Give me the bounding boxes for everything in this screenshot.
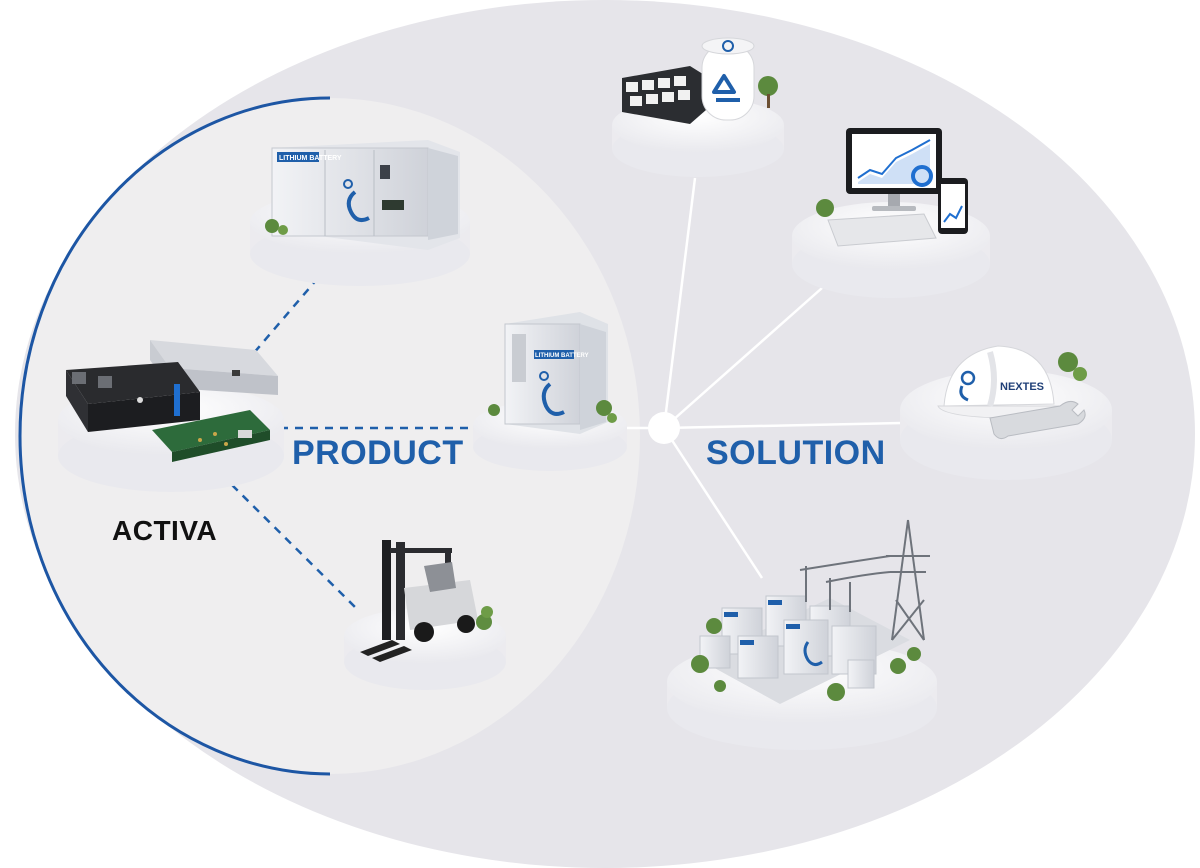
cabinet-battery-icon: LITHIUM BATTERY [488,312,617,434]
inner-arc [18,96,331,776]
activa-label: ACTIVA [112,515,218,546]
inner-ellipse [20,98,640,774]
container-battery-icon: LITHIUM BATTERY [265,140,460,250]
container-brand-text: LITHIUM BATTERY [279,155,342,162]
solution-hub [648,412,680,444]
product-label: PRODUCT [292,434,464,472]
helmet-brand-text: NEXTES [1000,381,1044,393]
solution-label: SOLUTION [706,434,886,472]
battery-module-icon [66,340,278,462]
recycling-icon [622,37,778,124]
helmet-wrench-icon: NEXTES [937,345,1087,440]
cabinet-brand-text: LITHIUM BATTERY [535,353,589,359]
power-plant-icon [691,519,930,704]
monitoring-computer-icon [816,128,968,247]
forklift-icon [360,540,493,662]
